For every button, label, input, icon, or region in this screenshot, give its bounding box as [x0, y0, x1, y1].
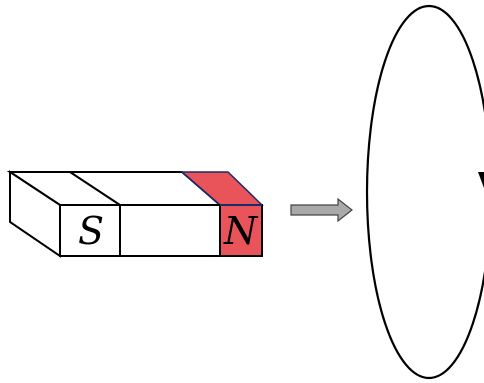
motion-arrow [290, 197, 353, 223]
south-pole-label: S [78, 209, 104, 253]
wire-loop-ellipse [365, 4, 484, 380]
current-direction-arrow [478, 172, 484, 188]
bar-magnet: S N [6, 170, 264, 258]
north-pole-label: N [223, 209, 259, 253]
motion-arrow-shape [290, 197, 353, 223]
magnet-north-front [219, 204, 263, 257]
magnet-top-divider [69, 171, 121, 206]
wire-loop [365, 4, 484, 380]
